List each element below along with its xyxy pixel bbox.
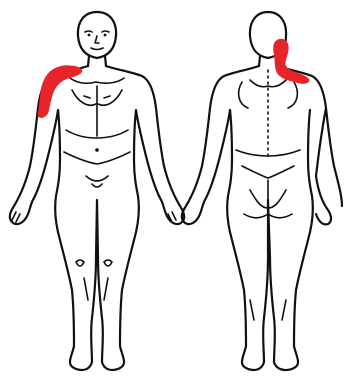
front-shoulder-pain-marking [38,66,82,118]
front-head [78,12,116,58]
back-body-figure [182,12,342,370]
back-neck-pain-marking [274,39,309,83]
front-chest-detail [64,78,130,187]
front-body-figure [10,12,184,370]
front-face [85,31,109,50]
front-fingers [12,212,176,222]
back-torso-arms [182,66,342,370]
